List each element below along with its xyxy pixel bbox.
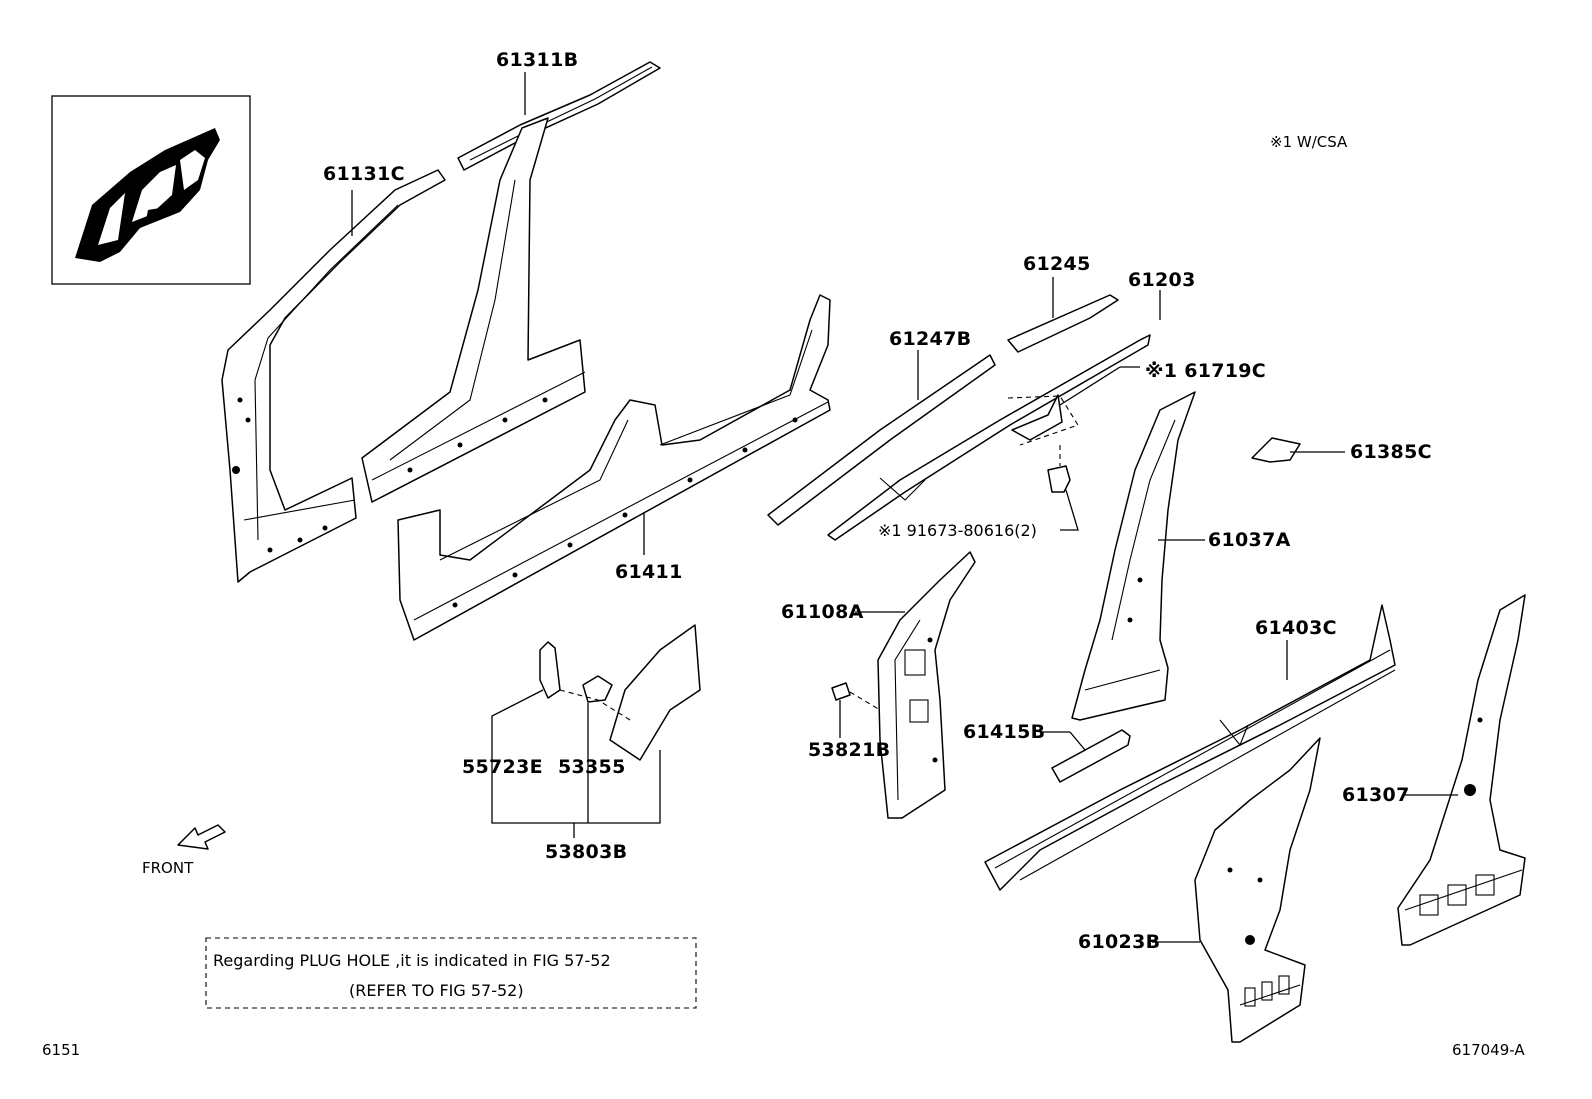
label-61411: 61411	[615, 561, 683, 583]
label-61131C: 61131C	[323, 163, 405, 185]
label-61203: 61203	[1128, 269, 1196, 291]
label-61108A: 61108A	[781, 601, 864, 623]
part-53821B	[831, 682, 881, 738]
label-91673: ※1 91673-80616(2)	[878, 521, 1037, 540]
label-55723E: 55723E	[462, 756, 543, 778]
label-61311B: 61311B	[496, 49, 578, 71]
inset-overview	[51, 95, 251, 285]
part-91673-bolt	[1047, 445, 1079, 531]
part-61247B	[767, 350, 996, 526]
label-61385C: 61385C	[1350, 441, 1432, 463]
part-reinforcement-shape	[609, 624, 701, 761]
part-53355-shape	[582, 675, 613, 703]
part-61203	[827, 290, 1161, 541]
label-61245: 61245	[1023, 253, 1091, 275]
part-61311B	[457, 61, 661, 171]
part-61023B	[1152, 737, 1321, 1043]
label-61719C: ※1 61719C	[1145, 360, 1266, 382]
part-61037A	[1071, 391, 1205, 721]
part-center-pillar-upper	[361, 117, 586, 503]
footer-left-code: 6151	[42, 1041, 80, 1059]
part-61403C	[984, 604, 1396, 891]
front-arrow-icon	[177, 824, 226, 850]
label-61307: 61307	[1342, 784, 1410, 806]
footer-right-code: 617049-A	[1452, 1041, 1525, 1059]
inset-frame	[51, 95, 251, 285]
note-line-1: Regarding PLUG HOLE ,it is indicated in …	[213, 951, 611, 970]
note-line-2: (REFER TO FIG 57-52)	[349, 981, 524, 1000]
part-55723E-shape	[539, 641, 561, 699]
label-53355: 53355	[558, 756, 626, 778]
label-53803B: 53803B	[545, 841, 627, 863]
part-53803B-set	[491, 624, 701, 838]
plug-hole-note: Regarding PLUG HOLE ,it is indicated in …	[205, 937, 697, 1009]
label-53821B: 53821B	[808, 739, 890, 761]
label-61415B: 61415B	[963, 721, 1045, 743]
label-61023B: 61023B	[1078, 931, 1160, 953]
inset-silhouette	[75, 128, 220, 262]
label-61037A: 61037A	[1208, 529, 1291, 551]
legend-w-csa: ※1 W/CSA	[1270, 133, 1348, 151]
front-label: FRONT	[142, 859, 194, 877]
part-61411	[397, 294, 831, 641]
part-61385C	[1251, 437, 1345, 463]
part-61245	[1007, 277, 1119, 353]
label-61247B: 61247B	[889, 328, 971, 350]
part-61719C	[1007, 366, 1140, 446]
part-61108A	[855, 551, 976, 819]
part-61415B	[1040, 729, 1131, 783]
part-61307	[1397, 594, 1526, 946]
part-61131C	[221, 169, 446, 583]
label-61403C: 61403C	[1255, 617, 1337, 639]
